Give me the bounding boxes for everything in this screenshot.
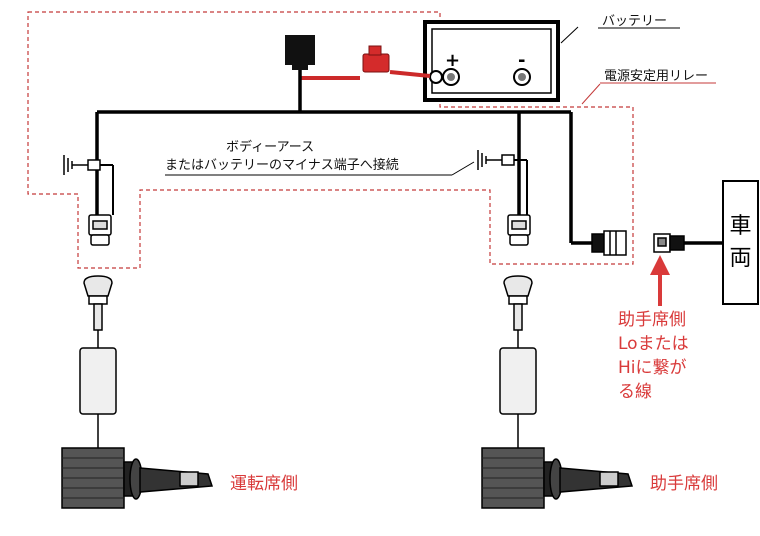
passenger-side-label: 助手席側 [650, 474, 718, 494]
ballast-icon-right [499, 347, 537, 415]
battery-leader-line [560, 26, 579, 44]
battery-label: バッテリー [602, 14, 668, 29]
note-line-1: 助手席側 [618, 310, 686, 330]
led-bulb-icon-right [481, 275, 634, 509]
ballast-icon-left [79, 347, 117, 415]
battery-plus-symbol: + [445, 50, 460, 71]
vehicle-char-2: 両 [729, 245, 752, 271]
positive-wire [300, 70, 431, 80]
driver-side-label: 運転席側 [230, 474, 298, 494]
battery-minus-symbol: - [518, 50, 525, 71]
arrow-up-icon [650, 255, 670, 306]
relay-dashed-outline [27, 11, 634, 269]
relay-output-connector-icon [591, 230, 627, 256]
led-bulb-icon-left [61, 275, 214, 509]
vehicle-box: 車 両 [722, 180, 759, 305]
fuse-holder-icon [362, 45, 390, 73]
earth-leader-line [451, 161, 475, 176]
ground-symbol-icon [63, 155, 101, 175]
ground-symbol-icon-right [477, 150, 515, 170]
body-earth-label: ボディーアース [226, 140, 315, 155]
body-earth-sublabel: またはバッテリーのマイナス端子へ接続 [165, 158, 399, 173]
connector-icon-right [507, 214, 531, 246]
relay-box-icon [285, 35, 315, 70]
relay-leader-line [581, 83, 601, 105]
harness-wires [95, 70, 722, 245]
connector-icon-left [88, 214, 112, 246]
battery-icon [423, 20, 560, 102]
passenger-wire-note: 助手席側 Loまたは Hiに繋が る線 [618, 308, 728, 404]
relay-label: 電源安定用リレー [604, 69, 709, 84]
note-line-4: る線 [618, 382, 652, 402]
vehicle-connector-icon [653, 233, 685, 253]
note-line-2: Loまたは [618, 334, 689, 354]
note-line-3: Hiに繋が [618, 358, 687, 378]
vehicle-char-1: 車 [729, 213, 752, 239]
